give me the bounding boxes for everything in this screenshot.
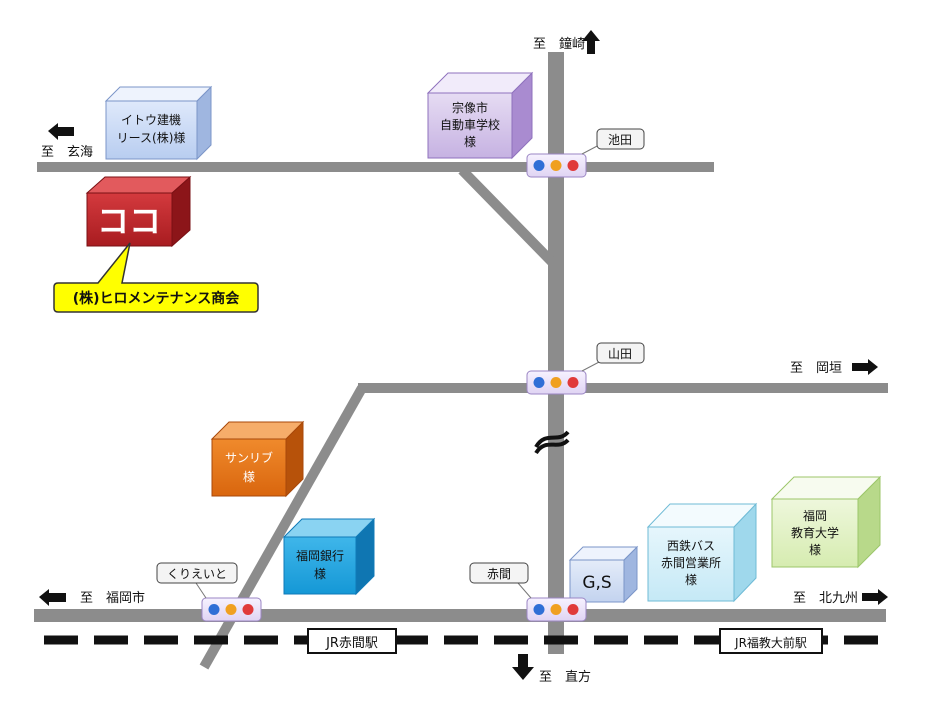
signal-akama-label: 赤間: [487, 567, 511, 581]
signal-kurieito: くりえいと: [156, 562, 262, 622]
direction-kanezaki-label: 至 鐘崎: [533, 36, 585, 52]
signal-ikeda-label: 池田: [608, 133, 632, 147]
building-fukuoka-bank: 福岡銀行 様: [282, 517, 376, 596]
arrow-down-icon: [512, 654, 534, 680]
building-univ-line2: 教育大学: [791, 525, 839, 540]
building-munakata-driving-school: 宗像市 自動車学校 様: [426, 71, 534, 160]
company-name-label: (株)ヒロメンテナンス商会: [73, 290, 241, 307]
arrow-up-icon: [582, 30, 600, 54]
road-main-vertical: [548, 52, 564, 654]
station-jr-akama: JR赤間駅: [307, 628, 397, 654]
building-fukuoka-univ-education: 福岡 教育大学 様: [770, 475, 882, 569]
building-nishitetsu-line3: 様: [685, 573, 697, 587]
building-gas-station: G,S: [568, 545, 639, 604]
direction-okagaki: 至 岡垣: [790, 359, 878, 376]
direction-fukuoka-city-label: 至 福岡市: [80, 590, 145, 606]
direction-okagaki-label: 至 岡垣: [790, 361, 842, 376]
signal-yamada: 山田: [526, 342, 645, 395]
building-munakata-line3: 様: [464, 135, 476, 149]
building-univ-line3: 様: [809, 543, 821, 557]
building-fukuoka-bank-line2: 様: [314, 567, 326, 581]
building-nishitetsu-line2: 赤間営業所: [661, 556, 721, 570]
signal-kurieito-label: くりえいと: [167, 567, 227, 581]
direction-genkai-label: 至 玄海: [41, 145, 93, 160]
station-jr-kyodai-label: JR福教大前駅: [734, 635, 807, 650]
building-sunlive: サンリブ 様: [210, 420, 305, 498]
signal-yamada-label: 山田: [608, 347, 632, 361]
signal-akama: 赤間: [469, 562, 587, 622]
building-gs-label: G,S: [582, 573, 611, 593]
building-nishitetsu-line1: 西鉄バス: [667, 538, 715, 553]
here-label: ココ: [97, 202, 161, 240]
building-nishitetsu-bus: 西鉄バス 赤間営業所 様: [646, 502, 758, 603]
building-sunlive-line2: 様: [243, 470, 255, 484]
company-callout: (株)ヒロメンテナンス商会: [53, 242, 259, 313]
arrow-right-icon: [852, 359, 878, 375]
direction-genkai: 至 玄海: [41, 123, 93, 160]
road-diagonal-ikeda: [458, 166, 556, 266]
road-yamada-horizontal: [358, 383, 888, 393]
direction-kanezaki: 至 鐘崎: [533, 30, 600, 54]
direction-kitakyushu: 至 北九州: [793, 589, 888, 606]
direction-fukuoka-city: 至 福岡市: [39, 589, 145, 606]
arrow-left-icon: [48, 123, 74, 140]
building-here-marker: ココ: [85, 175, 192, 248]
arrow-left-icon: [39, 589, 66, 606]
building-ito-kenki-line1: イトウ建機: [121, 112, 181, 127]
building-munakata-line1: 宗像市: [452, 100, 488, 115]
arrow-right-icon: [862, 589, 888, 605]
road-break-mark: [534, 430, 570, 455]
station-jr-akama-label: JR赤間駅: [325, 636, 378, 651]
road-north-horizontal: [37, 162, 714, 172]
direction-nogata: 至 直方: [512, 654, 591, 685]
building-munakata-line2: 自動車学校: [440, 117, 500, 132]
signal-ikeda: 池田: [526, 128, 645, 178]
station-jr-kyodai: JR福教大前駅: [719, 628, 823, 654]
building-sunlive-line1: サンリブ: [225, 450, 273, 465]
building-univ-line1: 福岡: [803, 508, 827, 523]
building-ito-kenki: イトウ建機 リース(株)様: [104, 85, 213, 161]
building-fukuoka-bank-line1: 福岡銀行: [296, 548, 344, 563]
road-south-horizontal: [34, 609, 886, 622]
direction-nogata-label: 至 直方: [539, 669, 591, 685]
direction-kitakyushu-label: 至 北九州: [793, 591, 858, 606]
building-ito-kenki-line2: リース(株)様: [117, 130, 186, 145]
